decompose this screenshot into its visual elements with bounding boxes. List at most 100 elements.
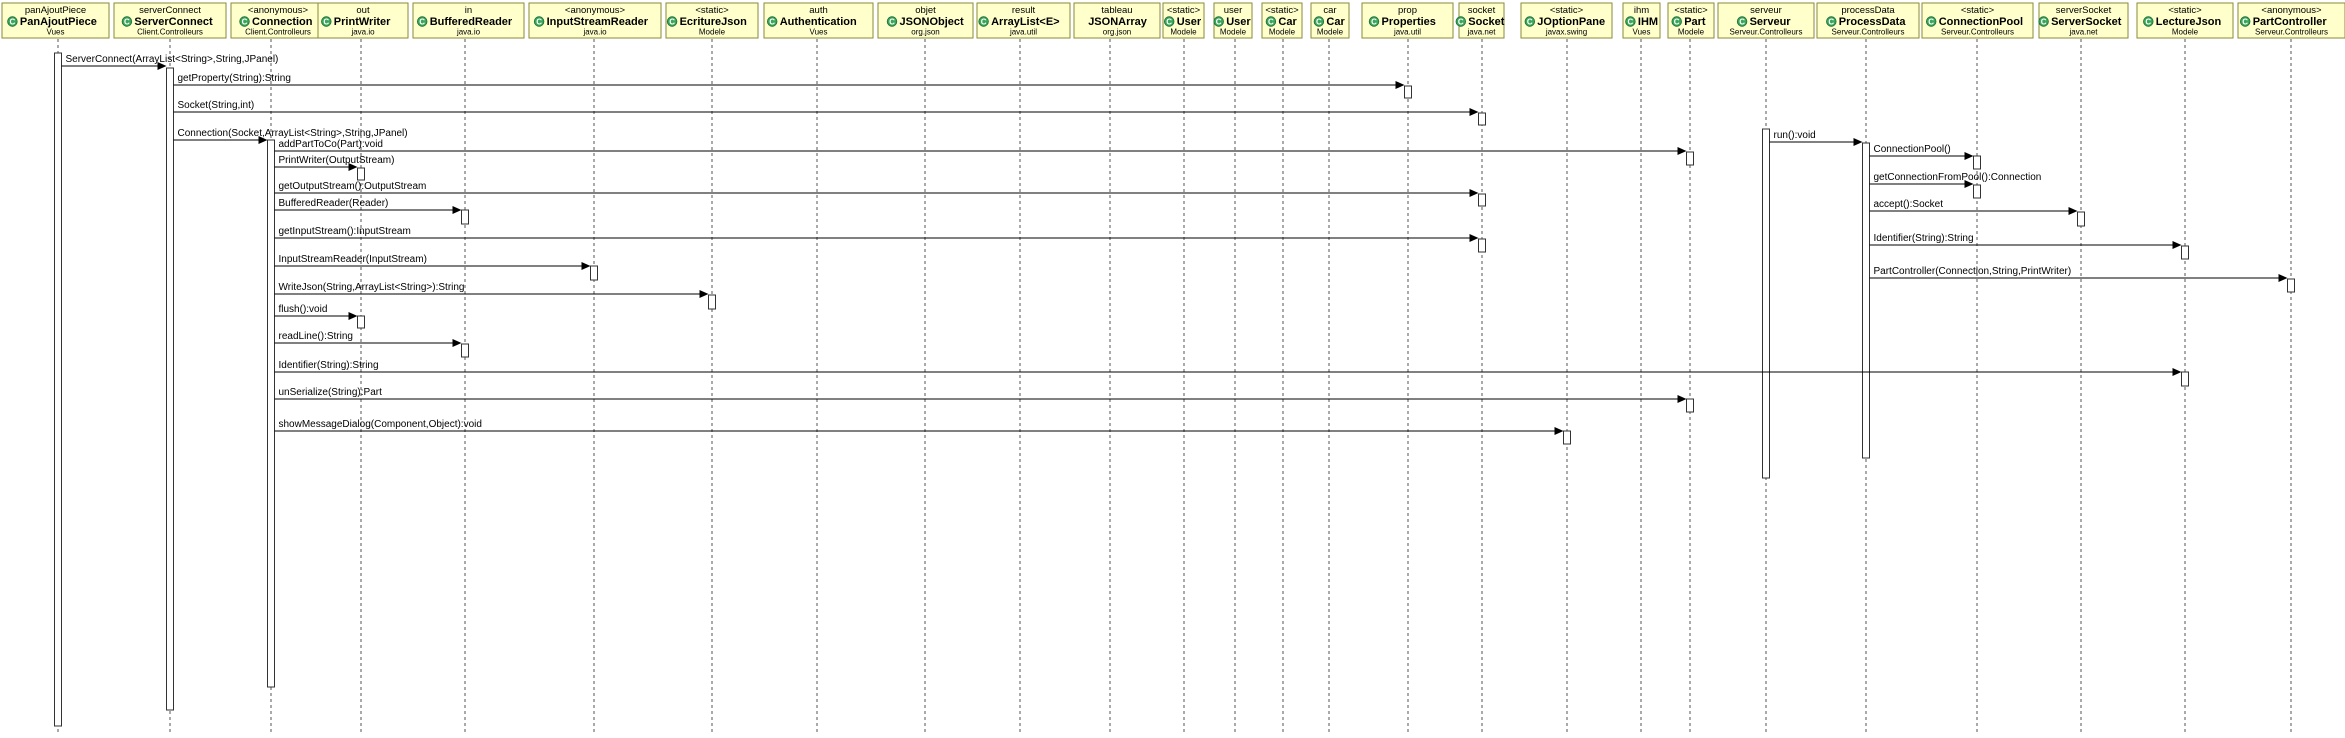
- participant-package: Serveur.Controlleurs: [1941, 28, 2014, 37]
- message-arrow: getProperty(String):String: [173, 73, 1405, 89]
- class-icon-letter: C: [1739, 18, 1745, 27]
- class-icon-letter: C: [1268, 18, 1274, 27]
- participant-package: java.util: [1393, 28, 1421, 37]
- arrowhead: [452, 339, 462, 347]
- activation-bar: [2181, 371, 2189, 387]
- class-c-icon: C: [121, 16, 133, 27]
- message-arrow: Socket(String,int): [173, 100, 1479, 116]
- class-c-icon: C: [1671, 16, 1682, 27]
- class-c-icon: C: [321, 16, 332, 27]
- participant-name: IHM: [1638, 16, 1658, 28]
- participant-package: Vues: [47, 28, 65, 37]
- participant-package: Client.Controlleurs: [137, 28, 203, 37]
- activations: [54, 52, 2295, 727]
- class-icon-letter: C: [323, 18, 329, 27]
- activation-bar: [1478, 238, 1486, 253]
- activation-bar: [2287, 278, 2295, 293]
- activation-bar: [357, 315, 365, 329]
- arrowhead: [1964, 152, 1974, 160]
- participant-box-frame: [2038, 2, 2129, 39]
- message-arrow: ServerConnect(ArrayList<String>,String,J…: [61, 54, 278, 70]
- class-c-icon: C: [1368, 16, 1380, 27]
- class-c-icon: C: [1736, 16, 1748, 27]
- class-icon-circle: [666, 16, 678, 27]
- participant-role: car: [1323, 5, 1336, 16]
- participant-box-frame: [113, 2, 227, 39]
- class-icon-letter: C: [2242, 18, 2248, 27]
- participant-package: javax.swing: [1545, 28, 1587, 37]
- participant-name: JSONArray: [1088, 16, 1148, 28]
- lifelines: [57, 39, 2292, 735]
- class-c-icon: C: [533, 16, 545, 27]
- participant-name: ProcessData: [1839, 16, 1907, 28]
- class-icon-letter: C: [769, 18, 775, 27]
- message-label: unSerialize(String):Part: [279, 387, 383, 398]
- class-c-icon: C: [2239, 16, 2251, 27]
- class-icon-letter: C: [419, 18, 425, 27]
- message-label: PrintWriter(OutputStream): [279, 155, 395, 166]
- participant-role: <static>: [695, 5, 729, 16]
- message-label: BufferedReader(Reader): [279, 198, 389, 209]
- participant-package: Vues: [1633, 28, 1651, 37]
- participant-role: processData: [1841, 5, 1895, 16]
- class-icon-letter: C: [981, 18, 987, 27]
- participant-name: PartController: [2253, 16, 2328, 28]
- class-icon-circle: [1313, 16, 1325, 27]
- class-c-icon: C: [1163, 16, 1175, 27]
- participant-package: Client.Controlleurs: [245, 28, 311, 37]
- participant-box-frame: [763, 2, 874, 39]
- participant-package: Modele: [1170, 28, 1197, 37]
- activation-bar: [1862, 142, 1870, 459]
- message-arrow: ConnectionPool(): [1869, 144, 1974, 160]
- message-label: showMessageDialog(Component,Object):void: [279, 419, 482, 430]
- activation-bar: [1563, 430, 1571, 445]
- class-icon-letter: C: [1371, 18, 1377, 27]
- message-arrow: readLine():String: [274, 331, 462, 347]
- participant-role: prop: [1398, 5, 1417, 16]
- activation-bar: [1686, 151, 1694, 166]
- message-label: Identifier(String):String: [279, 360, 379, 371]
- message-arrow: WriteJson(String,ArrayList<String>):Stri…: [274, 282, 709, 298]
- activation-bar: [1404, 85, 1412, 99]
- class-c-icon: C: [1925, 16, 1937, 27]
- class-c-icon: C: [666, 16, 678, 27]
- class-icon-letter: C: [2041, 18, 2047, 27]
- participant-name: JOptionPane: [1537, 16, 1605, 28]
- participant-role: auth: [809, 5, 828, 16]
- messages: ServerConnect(ArrayList<String>,String,J…: [61, 54, 2288, 435]
- arrowhead: [699, 290, 709, 298]
- class-icon-letter: C: [1458, 18, 1464, 27]
- participant-role: <anonymous>: [248, 5, 309, 16]
- class-icon-circle: [2038, 16, 2049, 27]
- class-icon-circle: [1671, 16, 1682, 27]
- activation-bar: [267, 139, 275, 688]
- class-c-icon: C: [239, 16, 250, 27]
- message-label: InputStreamReader(InputStream): [279, 254, 427, 265]
